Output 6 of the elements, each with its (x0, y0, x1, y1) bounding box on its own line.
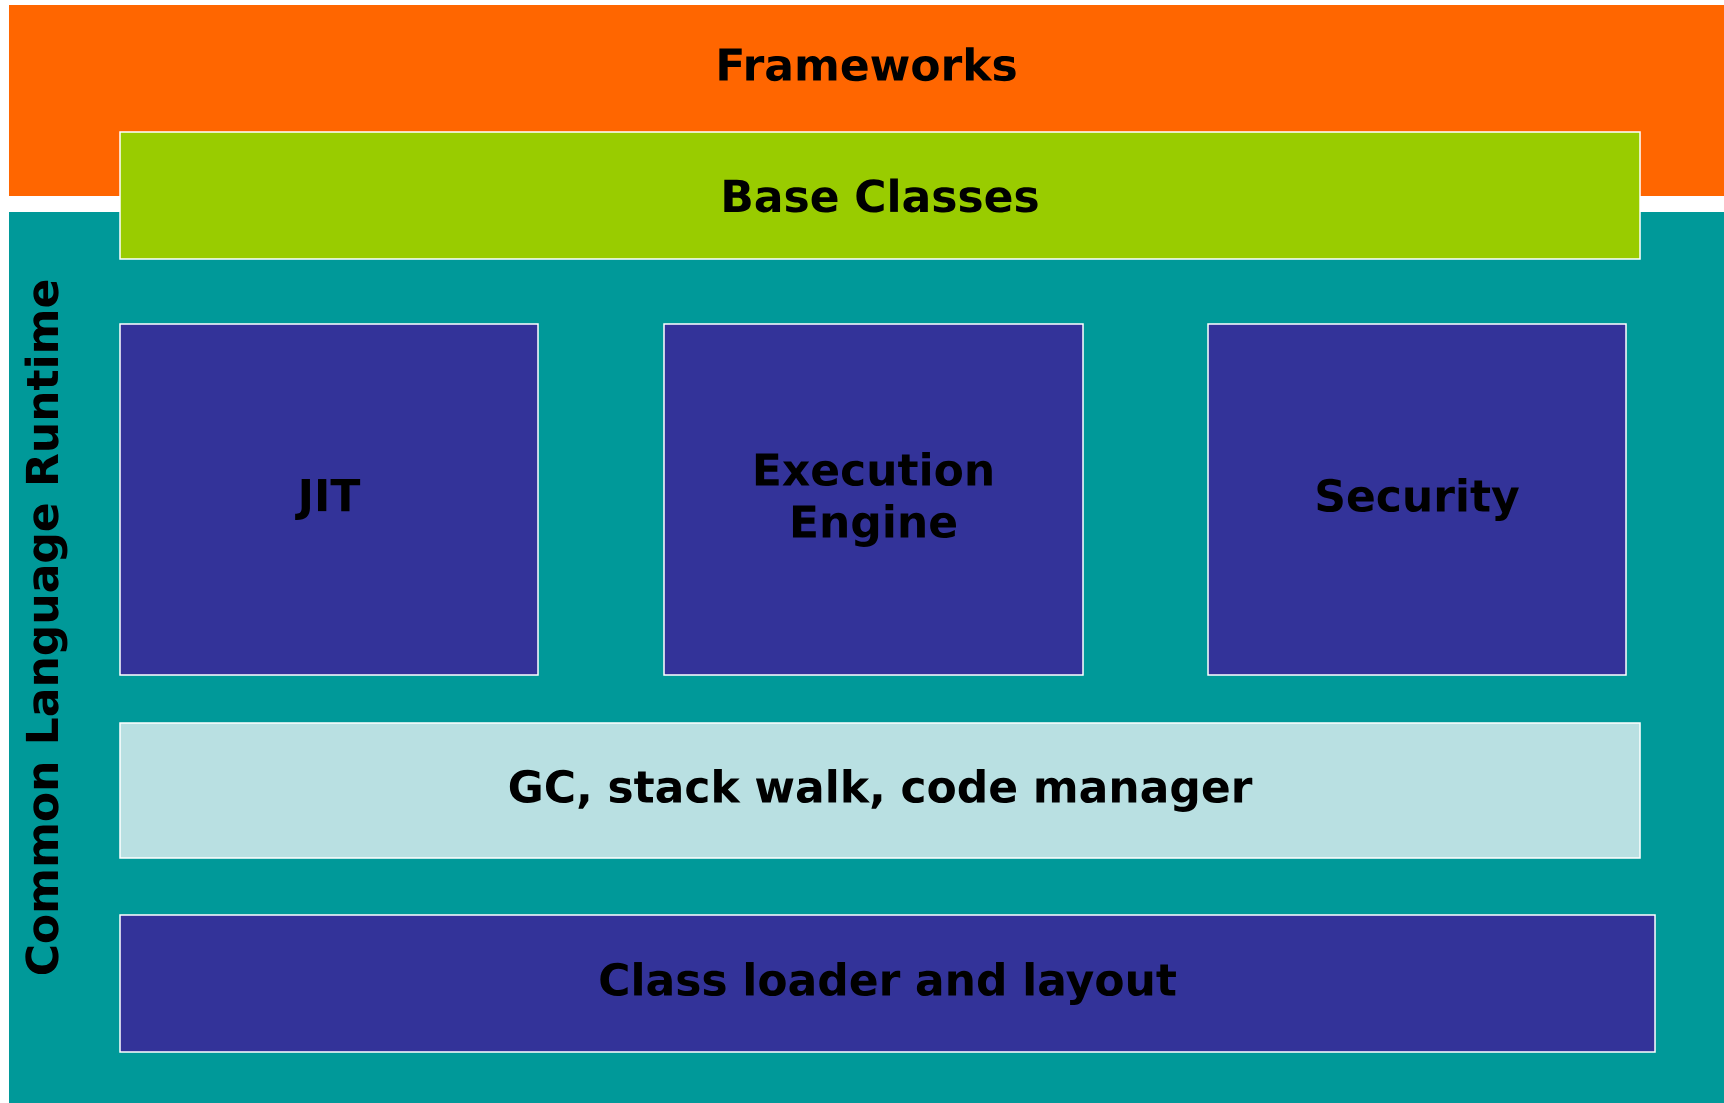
layer-box: Base Classes (119, 131, 1641, 260)
component-box: JIT (119, 323, 539, 676)
component-box: Execution Engine (663, 323, 1084, 676)
layer-box: GC, stack walk, code manager (119, 722, 1641, 859)
layer-box: Class loader and layout (119, 914, 1656, 1053)
component-box: Security (1207, 323, 1627, 676)
